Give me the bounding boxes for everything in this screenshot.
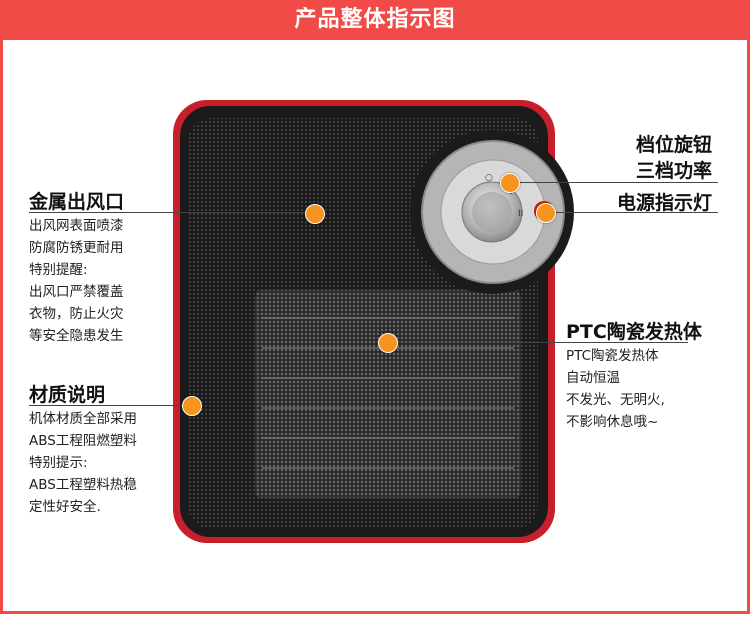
description-line: 出风网表面喷漆	[29, 218, 124, 234]
material-title: 材质说明	[29, 384, 106, 406]
description-line: ABS工程阻燃塑料	[29, 433, 137, 449]
description-line: 自动恒温	[566, 370, 620, 386]
knob-leader-line	[512, 182, 718, 183]
description-line: PTC陶瓷发热体	[566, 348, 659, 364]
outlet-marker-dot	[305, 204, 325, 224]
ptc-heating-element	[255, 289, 521, 499]
outlet-description: 出风网表面喷漆 防腐防锈更耐用 特别提醒: 出风口严禁覆盖 衣物，防止火灾 等安…	[29, 215, 124, 347]
description-line: 机体材质全部采用	[29, 411, 137, 427]
description-line: 等安全隐患发生	[29, 328, 124, 344]
svg-text:II: II	[518, 209, 523, 219]
description-line: 特别提醒:	[29, 262, 88, 278]
banner-title: 产品整体指示图	[0, 0, 750, 40]
description-line: ABS工程塑料热稳	[29, 477, 137, 493]
ptc-description: PTC陶瓷发热体 自动恒温 不发光、无明火, 不影响休息哦~	[566, 345, 665, 433]
svg-text:○: ○	[485, 173, 493, 183]
material-leader-line	[29, 405, 191, 406]
ptc-title: PTC陶瓷发热体	[566, 321, 702, 343]
description-line: 定性好安全.	[29, 499, 101, 515]
description-line: 出风口严禁覆盖	[29, 284, 124, 300]
outlet-leader-line	[29, 212, 314, 213]
description-line: 衣物，防止火灾	[29, 306, 124, 322]
description-line: 防腐防锈更耐用	[29, 240, 124, 256]
description-line: 不影响休息哦~	[566, 414, 659, 430]
indicator-marker-dot	[536, 203, 556, 223]
knob-marker-dot	[500, 173, 520, 193]
knob-title-1: 档位旋钮	[636, 134, 713, 156]
material-marker-dot	[182, 396, 202, 416]
ptc-leader-line	[388, 342, 688, 343]
indicator-title: 电源指示灯	[617, 192, 713, 214]
knob-title-2: 三档功率	[636, 160, 713, 182]
outlet-title: 金属出风口	[29, 191, 125, 213]
material-description: 机体材质全部采用 ABS工程阻燃塑料 特别提示: ABS工程塑料热稳 定性好安全…	[29, 408, 137, 518]
description-line: 特别提示:	[29, 455, 88, 471]
ptc-marker-dot	[378, 333, 398, 353]
description-line: 不发光、无明火,	[566, 392, 665, 408]
indicator-leader-line	[548, 212, 718, 213]
